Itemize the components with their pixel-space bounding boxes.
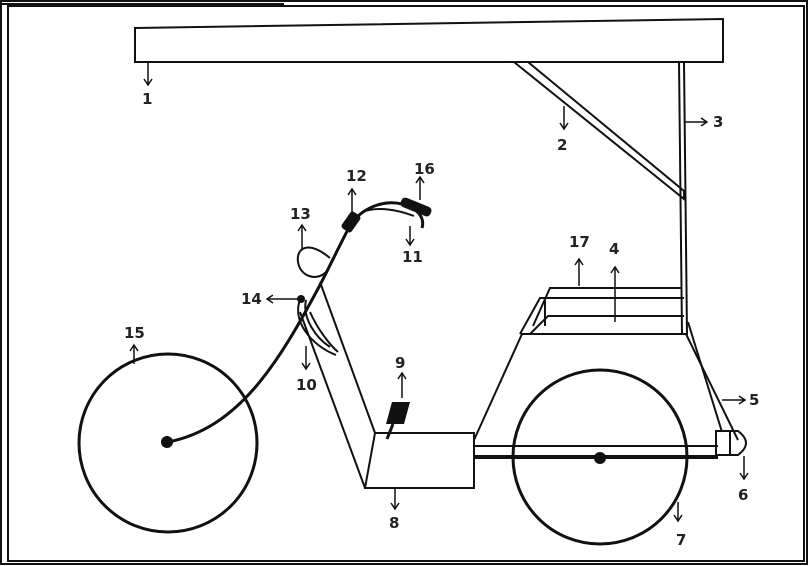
label-13: 13	[290, 205, 311, 223]
label-16: 16	[414, 160, 435, 178]
brake-joint	[297, 295, 305, 303]
label-2: 2	[557, 136, 567, 154]
brake-cables	[297, 299, 339, 356]
rear-wheel	[511, 368, 689, 546]
rear-wheel-hub	[594, 452, 606, 464]
front-wheel	[77, 352, 259, 534]
callout-arrows	[129, 62, 749, 523]
right-grip	[400, 197, 432, 217]
front-wheel-hub	[161, 436, 173, 448]
rear-body	[473, 333, 739, 441]
label-15: 15	[124, 324, 145, 342]
label-5: 5	[749, 391, 759, 409]
chassis-frame	[299, 281, 475, 489]
label-4: 4	[609, 240, 619, 258]
label-6: 6	[738, 486, 748, 504]
label-17: 17	[569, 233, 590, 251]
label-3: 3	[713, 113, 723, 131]
roof-canopy	[134, 17, 724, 63]
roof-brace	[511, 61, 685, 202]
label-14: 14	[241, 290, 262, 308]
label-11: 11	[402, 248, 423, 266]
mirror-loop	[296, 246, 331, 278]
rear-hitch	[715, 430, 747, 456]
seat-steps	[519, 287, 684, 335]
label-1: 1	[142, 90, 152, 108]
rear-body-inner-edge	[687, 321, 723, 433]
label-7: 7	[676, 531, 686, 549]
steering-fork	[167, 221, 354, 444]
handlebar-lower	[361, 208, 415, 217]
left-grip	[341, 211, 361, 233]
label-9: 9	[395, 354, 405, 372]
label-12: 12	[346, 167, 367, 185]
foot-pedal	[385, 402, 410, 440]
label-10: 10	[296, 376, 317, 394]
label-8: 8	[389, 514, 399, 532]
